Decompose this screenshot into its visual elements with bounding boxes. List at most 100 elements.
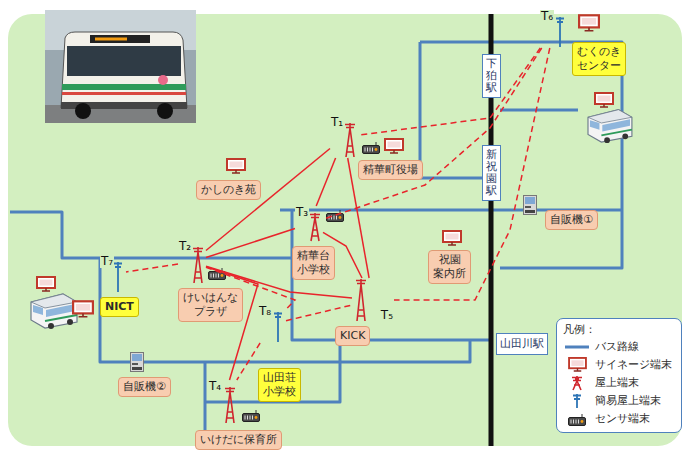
antenna-id: T₂	[178, 240, 192, 253]
sensor-icons-part	[327, 210, 344, 222]
signage-icons-part	[73, 301, 93, 316]
antenna-node: T₇	[100, 255, 126, 293]
facility-box: 自販機②	[118, 377, 171, 397]
antenna-id: T₄	[208, 380, 222, 393]
wireless-link-dashed	[286, 305, 352, 321]
bus-routes-part	[500, 210, 622, 268]
facility-box: 祝園 案内所	[428, 250, 471, 284]
antenna-mast	[193, 247, 203, 283]
signage-icons-part	[385, 139, 403, 153]
wireless-link	[316, 158, 335, 206]
signage-icons-part	[579, 15, 599, 30]
place-name: 自販機①	[550, 213, 593, 227]
sensor-sample	[569, 414, 586, 426]
bus-photo-part	[62, 92, 186, 95]
place-name: けいはんな プラザ	[183, 291, 238, 319]
bus-icons-part	[595, 93, 613, 107]
antenna-mast	[556, 17, 564, 47]
sensor-icons-part	[243, 410, 260, 422]
wireless-link	[206, 267, 258, 380]
antenna-node: T₈	[258, 305, 286, 343]
bus-routes-part	[205, 340, 340, 402]
antenna-node: T₄	[208, 380, 238, 424]
place-name: 祝園 案内所	[433, 253, 466, 281]
antenna-node: T₆	[540, 10, 568, 48]
bus-routes-part	[100, 258, 470, 362]
service-area	[8, 14, 682, 446]
wireless-link-dashed	[323, 48, 542, 219]
vending-icons	[131, 196, 537, 372]
bus-routes-part	[10, 212, 292, 258]
bus-photo-part	[95, 38, 127, 41]
legend-text: 簡易屋上端末	[595, 394, 661, 407]
bus-photo-part	[62, 84, 186, 90]
legend-text: センサ端末	[595, 412, 650, 425]
antenna-id: T₃	[295, 206, 309, 219]
antenna-id: T₇	[100, 255, 114, 268]
station-box: 山田川駅	[496, 333, 548, 355]
legend-sample	[563, 339, 591, 355]
antenna-id: T₆	[540, 10, 554, 23]
station-name: 下狛駅	[486, 58, 497, 94]
station-box: 新祝園駅	[482, 145, 501, 201]
legend-box: 凡例：バス路線サイネージ端末屋上端末簡易屋上端末センサ端末	[556, 318, 682, 433]
place-name: 精華台 小学校	[297, 249, 330, 277]
antenna-node: T₂	[178, 240, 206, 284]
legend-sample	[563, 411, 591, 427]
legend-row: センサ端末	[563, 411, 675, 427]
wireless-link-dashed	[126, 264, 178, 272]
bus-routes-part	[204, 362, 207, 438]
bus-photo-part	[157, 103, 173, 119]
antenna-id: T₁	[330, 116, 344, 129]
bus-routes-part	[500, 109, 578, 112]
antenna-id: T₈	[258, 305, 272, 318]
place-name: いけだに保育所	[200, 433, 277, 447]
legend-text: サイネージ端末	[595, 358, 672, 371]
legend-sample	[563, 375, 591, 391]
antenna-mast	[345, 123, 355, 157]
legend-row: 屋上端末	[563, 375, 675, 391]
route-sample	[565, 345, 589, 348]
bus-icons-part	[588, 110, 632, 143]
place-name: むくのき センター	[577, 45, 621, 73]
antenna-node: T₃	[295, 206, 323, 242]
antenna-mast	[274, 312, 282, 342]
antenna-mast	[114, 262, 122, 292]
antenna-node: T₅	[352, 278, 394, 322]
place-name: 精華町役場	[363, 163, 418, 177]
legend-sample	[563, 393, 591, 409]
antenna-mast	[225, 387, 235, 423]
facility-box: いけだに保育所	[195, 430, 282, 450]
station-name: 新祝園駅	[486, 149, 497, 197]
signage-icons-part	[227, 159, 245, 173]
place-name: かしのき苑	[201, 183, 256, 197]
vending-icons-part	[524, 196, 537, 215]
bus-icons-part	[31, 294, 77, 329]
legend-row: 簡易屋上端末	[563, 393, 675, 409]
vending-icons-part	[131, 353, 144, 372]
facility-box: NICT	[100, 297, 139, 317]
facility-box: 山田荘 小学校	[258, 368, 301, 402]
bus-photo	[45, 10, 196, 123]
facility-box: かしのき苑	[196, 180, 261, 200]
wireless-link-dashed	[237, 343, 260, 380]
antenna-mast	[356, 279, 366, 321]
legend-row: バス路線	[563, 339, 675, 355]
bus-photo-part	[75, 103, 91, 119]
antenna-mast	[310, 213, 320, 241]
signage-sample	[569, 358, 586, 371]
legend-text: バス路線	[595, 340, 639, 353]
bus-photo-part	[158, 75, 168, 85]
antenna-mast	[573, 394, 581, 408]
wireless-link	[206, 229, 295, 258]
facility-box: 精華台 小学校	[292, 246, 335, 280]
place-name: NICT	[105, 300, 134, 314]
facility-box: 自販機①	[545, 210, 598, 230]
signage-icons-part	[443, 231, 461, 245]
place-name: 山田荘 小学校	[263, 371, 296, 399]
place-name: 自販機②	[123, 380, 166, 394]
bus-photo-part	[61, 32, 187, 108]
bus-icons	[31, 93, 632, 329]
bus-routes-part	[292, 210, 491, 340]
bus-photo-part	[67, 46, 181, 76]
